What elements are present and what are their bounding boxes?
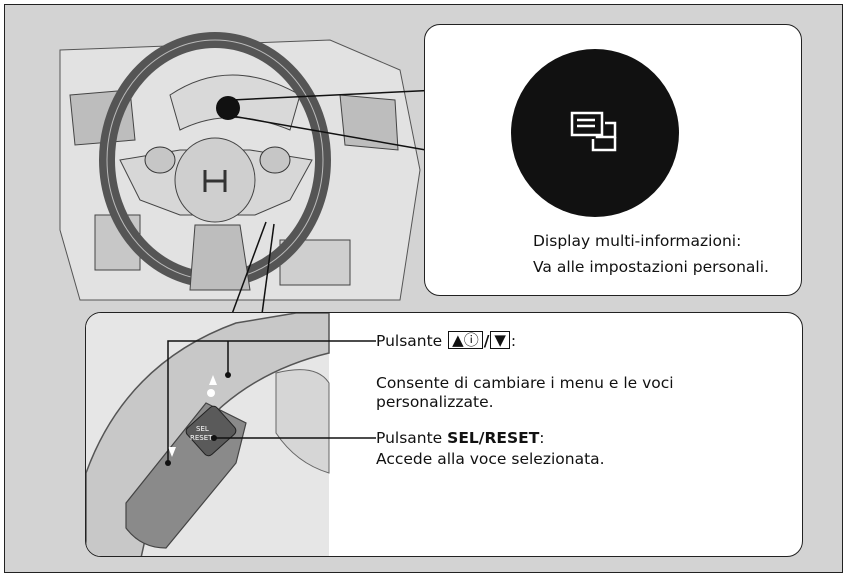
sel-button-prefix: Pulsante xyxy=(376,429,447,447)
switch-reset-text: RESET xyxy=(190,434,213,442)
arrow-button-prefix: Pulsante xyxy=(376,332,447,350)
left-spoke-controls xyxy=(145,147,175,173)
display-zoom-circle xyxy=(511,49,679,217)
sel-button-label: Pulsante SEL/RESET: xyxy=(376,428,545,448)
display-callout-line2: Va alle impostazioni personali. xyxy=(533,257,769,277)
display-callout-line1: Display multi-informazioni: xyxy=(533,231,741,251)
sel-button-suffix: : xyxy=(539,429,544,447)
down-key: ▼ xyxy=(490,331,510,349)
arrow-button-desc-line2: personalizzate. xyxy=(376,392,494,412)
sel-button-name: SEL/RESET xyxy=(447,429,539,447)
up-info-key: ▲ⓘ xyxy=(448,331,483,349)
switch-sel-text: SEL xyxy=(196,425,209,433)
right-spoke-controls xyxy=(260,147,290,173)
sel-button-desc: Accede alla voce selezionata. xyxy=(376,449,605,469)
arrow-button-desc-line1: Consente di cambiare i menu e le voci xyxy=(376,373,674,393)
switch-callout-box: SEL RESET Pulsante ▲ⓘ/▼: Consente di cam… xyxy=(85,312,803,557)
arrow-button-suffix: : xyxy=(511,332,516,350)
arrow-button-label: Pulsante ▲ⓘ/▼: xyxy=(376,331,516,351)
steering-column xyxy=(190,225,250,290)
right-vent xyxy=(340,95,398,150)
display-callout-box: Display multi-informazioni: Va alle impo… xyxy=(424,24,802,296)
arrow-separator: / xyxy=(484,332,490,350)
